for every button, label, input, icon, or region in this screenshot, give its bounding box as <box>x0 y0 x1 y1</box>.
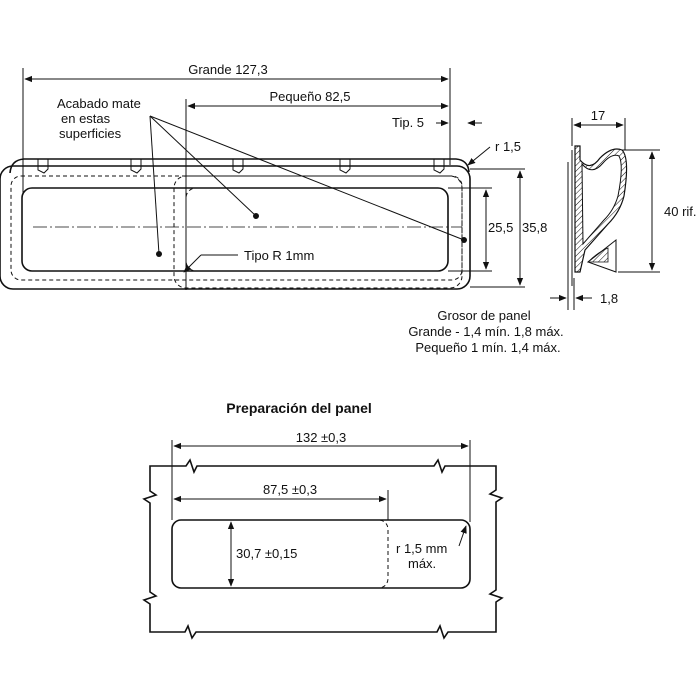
handle-outer-body <box>0 165 471 290</box>
panel-cutout-large <box>171 519 471 589</box>
inner-height-label: 25,5 <box>488 220 513 235</box>
large-hidden-contour <box>10 175 463 281</box>
tip-label: Tip. 5 <box>392 115 424 130</box>
side-height-label: 40 rif. <box>664 204 697 219</box>
panel-outline <box>142 458 504 640</box>
small-cutout-width-label: 87,5 ±0,3 <box>263 482 317 497</box>
panel-thickness-large: Grande - 1,4 mín. 1,8 máx. <box>408 324 563 339</box>
small-hidden-contour <box>173 175 463 289</box>
finish-label-line3: superficies <box>59 126 122 141</box>
handle-front-view: Grande 127,3 Pequeño 82,5 Tip. 5 r 1,5 <box>0 60 547 290</box>
outer-height-label: 35,8 <box>522 220 547 235</box>
finish-point-3 <box>461 237 467 243</box>
finish-label-line2: en estas <box>61 111 111 126</box>
finish-label-line1: Acabado mate <box>57 96 141 111</box>
finish-point-1 <box>156 251 162 257</box>
panel-thickness-small: Pequeño 1 mín. 1,4 máx. <box>415 340 560 355</box>
large-cutout-width-label: 132 ±0,3 <box>296 430 347 445</box>
panel-prep-title: Preparación del panel <box>226 400 372 416</box>
type-r-label: Tipo R 1mm <box>244 248 314 263</box>
side-thickness-label: 1,8 <box>600 291 618 306</box>
small-length-label: Pequeño 82,5 <box>270 89 351 104</box>
handle-recess <box>21 187 449 272</box>
cutout-radius-label-line1: r 1,5 mm <box>396 541 447 556</box>
panel-thickness-title: Grosor de panel <box>437 308 530 323</box>
cutout-radius-label-line2: máx. <box>408 556 436 571</box>
small-recess-contour <box>185 187 449 272</box>
panel-preparation: Preparación del panel 132 ±0,3 87,5 ±0,3… <box>142 400 504 640</box>
panel-thickness-notes: Grosor de panel Grande - 1,4 mín. 1,8 má… <box>408 308 563 355</box>
cutout-height-label: 30,7 ±0,15 <box>236 546 297 561</box>
finish-point-2 <box>253 213 259 219</box>
side-depth-label: 17 <box>591 108 605 123</box>
radius-label: r 1,5 <box>495 139 521 154</box>
panel-cutout-small-edge <box>379 519 389 589</box>
large-length-label: Grande 127,3 <box>188 62 268 77</box>
handle-side-view: 17 40 rif. 1,8 <box>550 108 697 310</box>
